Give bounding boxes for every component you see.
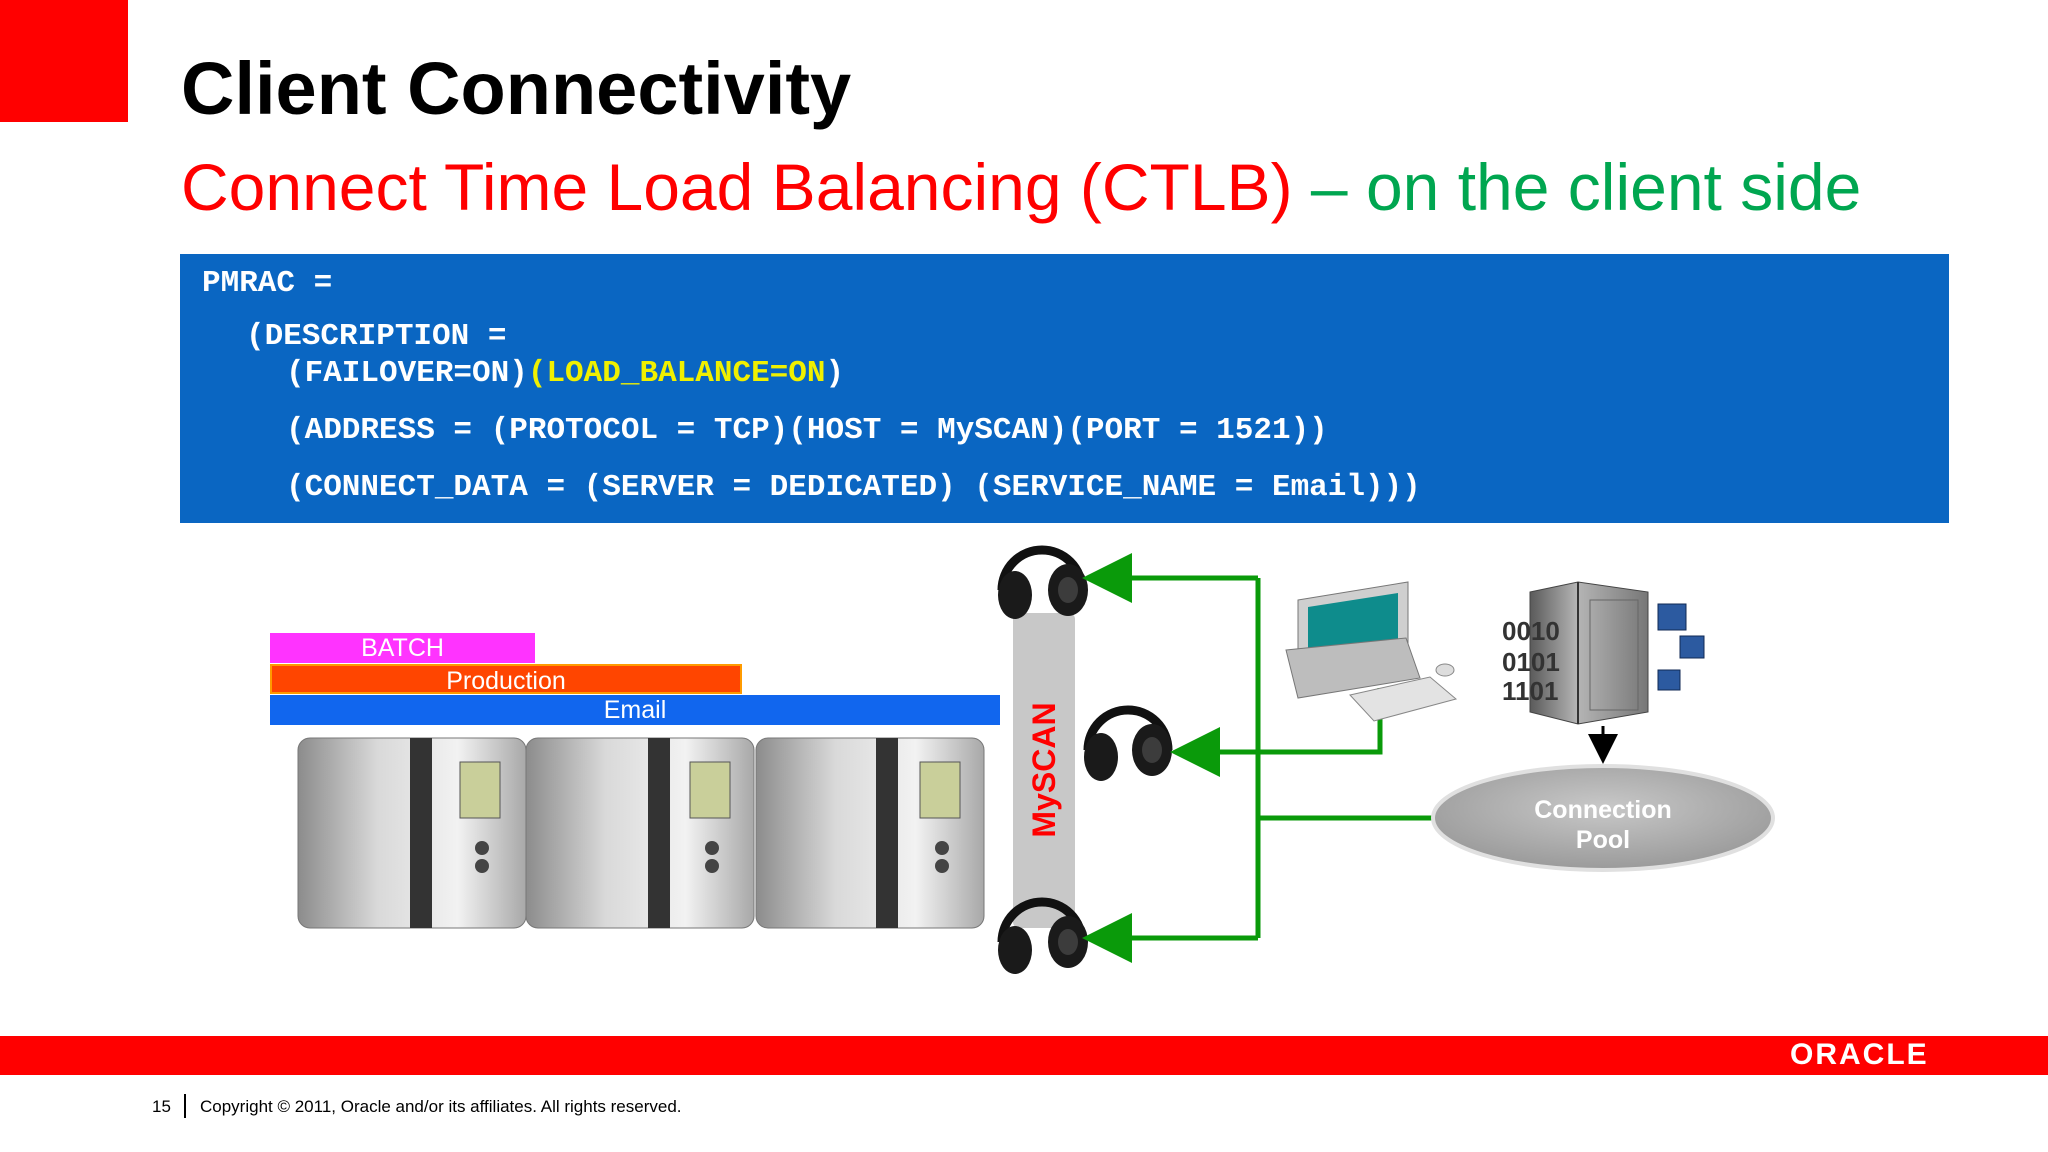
db-server-1 [297, 737, 527, 929]
code-close-paren: ) [825, 356, 845, 391]
connection-pool-label-2: Pool [1576, 826, 1630, 854]
service-label-email: Email [603, 696, 667, 724]
code-line-description: (DESCRIPTION = [246, 319, 507, 354]
connection-pool-label-1: Connection [1534, 796, 1672, 824]
footer-separator [184, 1094, 186, 1118]
footer-red-bar [0, 1036, 2048, 1075]
page-title: Client Connectivity [181, 47, 852, 130]
code-line-connect-data: (CONNECT_DATA = (SERVER = DEDICATED) (SE… [286, 470, 1421, 505]
page-subtitle: Connect Time Load Balancing (CTLB) – on … [181, 150, 1861, 226]
code-load-balance: (LOAD_BALANCE=ON [527, 356, 826, 391]
service-label-production: Production [446, 667, 566, 695]
tnsnames-code-block: PMRAC = (DESCRIPTION = (FAILOVER=ON)(LOA… [180, 254, 1949, 523]
app-server-icon [1529, 581, 1649, 725]
service-bar-batch: BATCH [270, 633, 535, 663]
connection-pool-ellipse [1431, 764, 1775, 872]
myscan-bar [1013, 613, 1075, 928]
client-workstation-icon [1285, 581, 1458, 722]
copyright-notice: Copyright © 2011, Oracle and/or its affi… [200, 1097, 682, 1116]
brand-red-square [0, 0, 128, 122]
binary-digits: 0010 0101 1101 [1502, 616, 1560, 706]
subtitle-ctlb: Connect Time Load Balancing (CTLB) [181, 150, 1293, 224]
service-bar-production: Production [270, 664, 742, 694]
oracle-logo: ORACLE [1790, 1038, 1929, 1071]
db-server-2 [525, 737, 755, 929]
service-bar-email: Email [270, 695, 1000, 725]
scan-listener-icon-bottom [997, 897, 1088, 974]
code-line-failover: (FAILOVER=ON)(LOAD_BALANCE=ON) [286, 358, 844, 389]
code-line-address: (ADDRESS = (PROTOCOL = TCP)(HOST = MySCA… [286, 413, 1328, 448]
scan-listener-icon-top [997, 545, 1088, 619]
code-failover: (FAILOVER=ON) [286, 356, 528, 391]
myscan-label: MySCAN [1026, 702, 1062, 837]
slide-number: 15 [152, 1097, 171, 1116]
binary-row-2: 0101 [1502, 647, 1560, 677]
db-server-3 [755, 737, 985, 929]
service-label-batch: BATCH [361, 634, 444, 662]
binary-row-3: 1101 [1502, 676, 1558, 706]
code-line-pmrac: PMRAC = [202, 266, 333, 301]
scan-listener-icon-middle [1083, 705, 1173, 781]
binary-row-1: 0010 [1502, 616, 1560, 646]
subtitle-client-side: – on the client side [1310, 150, 1862, 224]
data-packets-icon [1657, 603, 1705, 691]
